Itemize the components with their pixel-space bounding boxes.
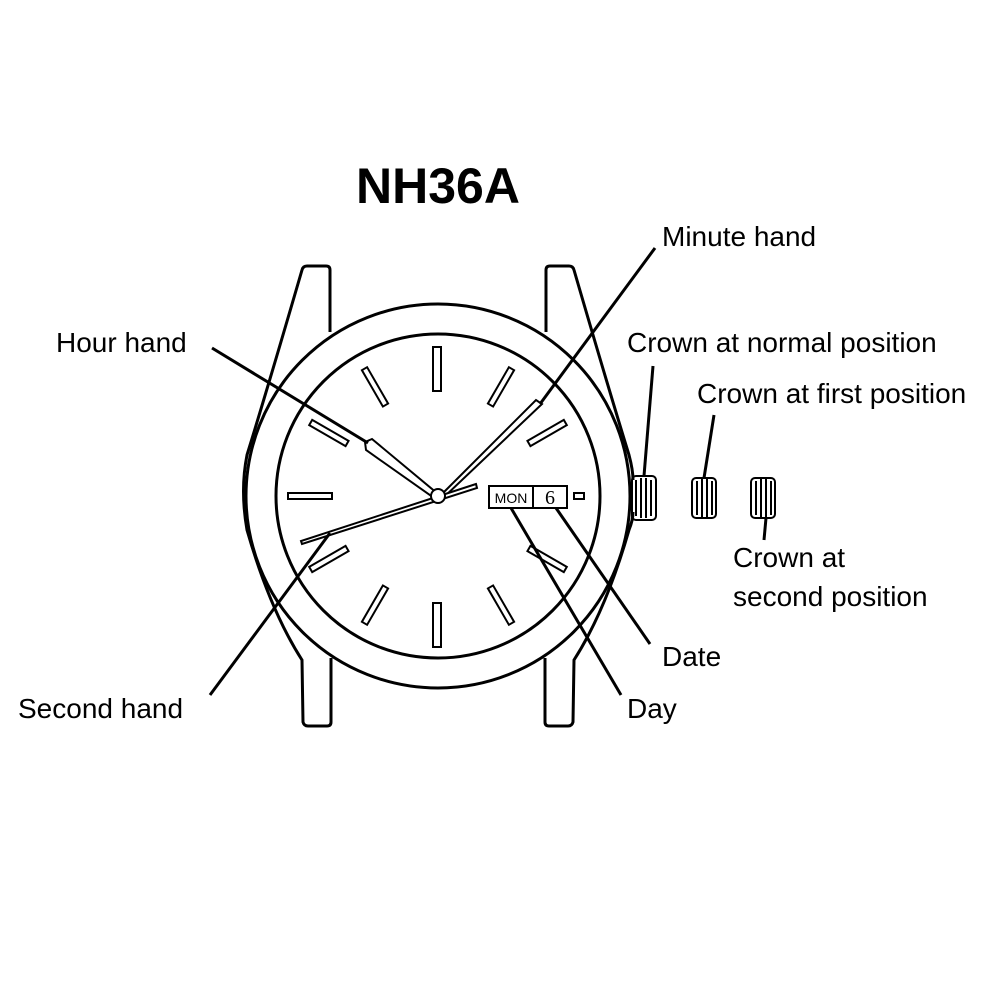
marker-3 <box>573 492 585 500</box>
leader-lines <box>208 247 768 696</box>
leader-second-hand <box>208 532 332 696</box>
hour-markers <box>287 346 585 648</box>
label-date: Date <box>662 641 721 672</box>
leader-crown-first <box>702 414 716 479</box>
marker-12 <box>432 346 442 392</box>
day-date-window: MON 6 <box>488 485 568 509</box>
watch-case <box>242 264 635 728</box>
leader-crown-second <box>762 517 768 541</box>
marker-7 <box>360 584 390 627</box>
day-window-text: MON <box>495 490 528 506</box>
label-crown-second-line1: Crown at <box>733 542 845 573</box>
label-day: Day <box>627 693 677 724</box>
crown-normal <box>631 475 657 521</box>
label-crown-first: Crown at first position <box>697 378 966 409</box>
leader-day <box>509 507 623 696</box>
labels: Minute hand Hour hand Crown at normal po… <box>18 221 966 724</box>
case-outline-right <box>543 264 635 728</box>
marker-11 <box>360 365 390 408</box>
case-outline-left <box>242 264 333 728</box>
marker-2 <box>526 418 569 448</box>
marker-1 <box>486 365 516 408</box>
leader-hour-hand <box>211 346 369 445</box>
date-window-text: 6 <box>545 487 555 509</box>
marker-8 <box>307 544 350 574</box>
label-minute-hand: Minute hand <box>662 221 816 252</box>
label-crown-normal: Crown at normal position <box>627 327 937 358</box>
window-frame <box>488 485 568 509</box>
crown-first <box>691 477 717 519</box>
label-crown-second-line2: second position <box>733 581 928 612</box>
leader-minute-hand <box>538 247 657 405</box>
bezel <box>244 302 632 690</box>
hour-hand-shape <box>363 437 440 500</box>
marker-9 <box>287 492 333 500</box>
marker-4 <box>526 544 569 574</box>
label-second-hand: Second hand <box>18 693 183 724</box>
leader-date <box>554 507 652 645</box>
hands <box>299 398 544 546</box>
crown-second <box>750 477 776 519</box>
dial-edge <box>274 332 602 660</box>
diagram-title: NH36A <box>356 158 520 214</box>
marker-10 <box>307 418 350 448</box>
marker-6 <box>432 602 442 648</box>
crowns <box>631 475 776 521</box>
leader-crown-normal <box>642 365 655 477</box>
marker-5 <box>486 584 516 627</box>
minute-hand-shape <box>439 398 544 501</box>
label-hour-hand: Hour hand <box>56 327 187 358</box>
center-pinion <box>430 488 446 504</box>
